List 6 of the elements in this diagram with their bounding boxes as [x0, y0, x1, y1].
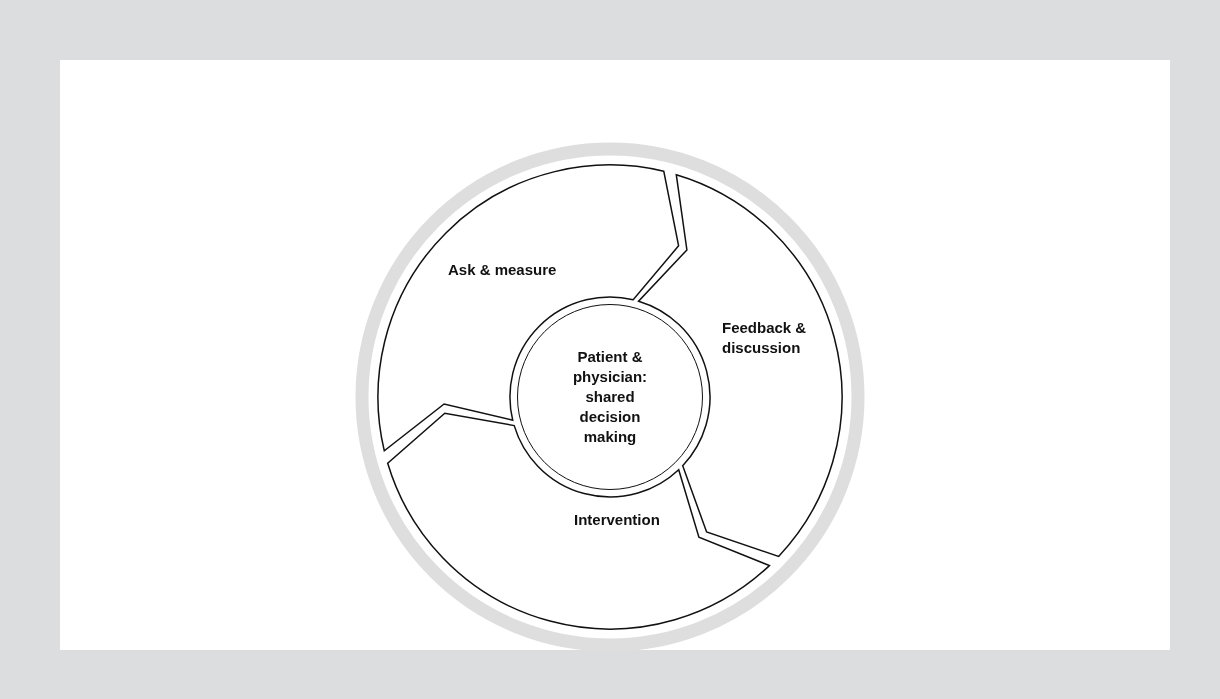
- center-label: Patient & physician: shared decision making: [571, 347, 649, 447]
- segment-label: Intervention: [574, 510, 660, 530]
- segment-label: Feedback & discussion: [722, 318, 808, 358]
- cycle-segment: [386, 412, 771, 630]
- segment-label: Ask & measure: [448, 260, 557, 280]
- cycle-segment: [377, 164, 680, 452]
